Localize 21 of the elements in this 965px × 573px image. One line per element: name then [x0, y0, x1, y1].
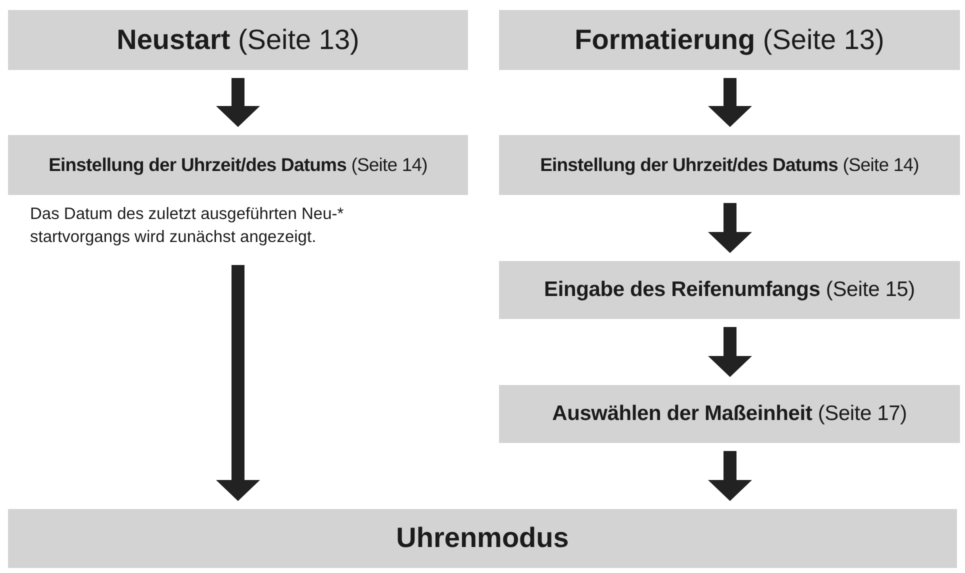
process-box: [499, 261, 960, 319]
process-box: [499, 10, 960, 70]
arrow: [708, 451, 752, 501]
step-label: Uhrenmodus: [396, 522, 569, 555]
arrow: [216, 78, 260, 127]
step-label: Einstellung der Uhrzeit/des Datums (Seite 14): [540, 154, 919, 176]
step-label: Einstellung der Uhrzeit/des Datums (Seite 14): [48, 154, 428, 176]
arrow: [708, 203, 752, 253]
step-label: Formatierung (Seite 13): [574, 24, 884, 56]
step-label: Auswählen der Maßeinheit (Seite 17): [552, 402, 907, 426]
process-box: [499, 135, 960, 195]
arrow: [708, 327, 752, 377]
process-box: [8, 509, 957, 568]
step-label: Neustart (Seite 13): [116, 24, 360, 56]
arrow: [708, 78, 752, 127]
process-box: [499, 385, 960, 443]
process-box: [8, 135, 468, 195]
arrow: [216, 265, 260, 501]
process-box: [8, 10, 468, 70]
step-label: Eingabe des Reifenumfangs (Seite 15): [544, 278, 915, 302]
step-note: Das Datum des zuletzt ausgeführten Neu-* startvorgangs wird zunächst angezeigt.: [30, 204, 345, 248]
